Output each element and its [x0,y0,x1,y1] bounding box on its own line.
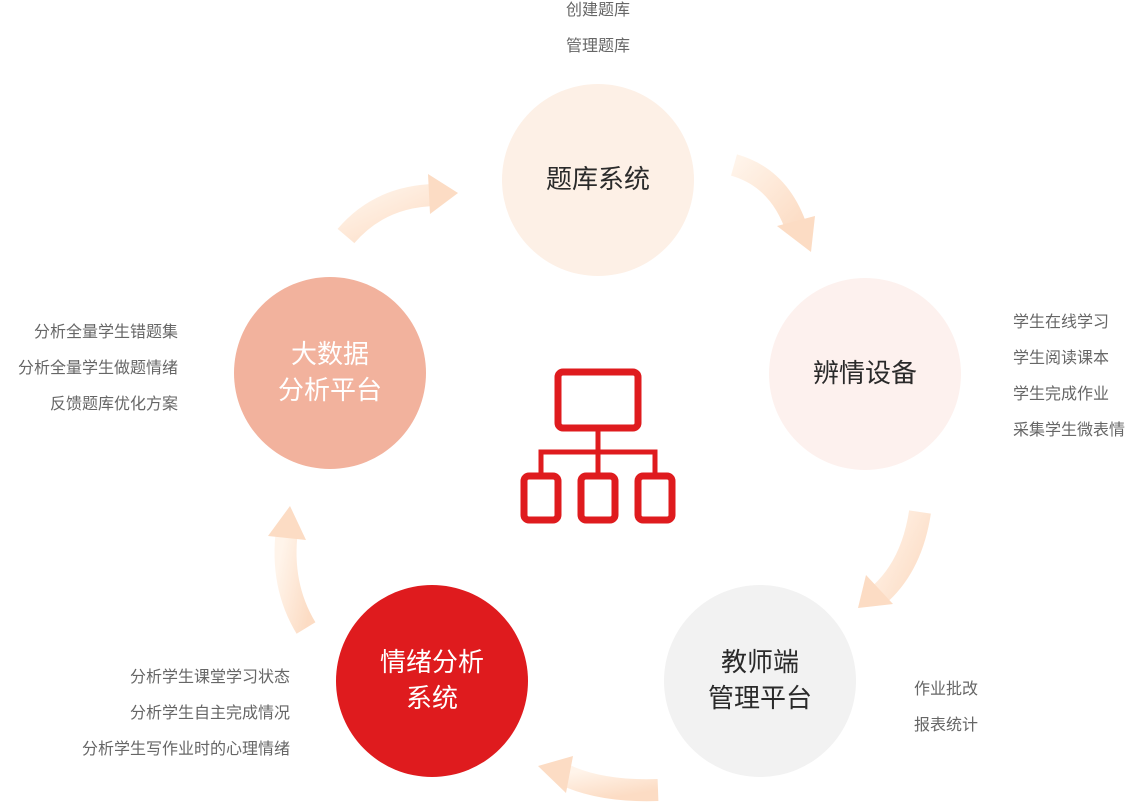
curved-arrow-icon [337,174,458,244]
node-emotion-analysis-system: 情绪分析 系统 [336,585,528,777]
node-label: 教师端 [720,648,799,678]
note-item: 报表统计 [914,715,979,734]
note-item: 学生在线学习 [1013,312,1110,331]
node-emotion-device: 辨情设备 [769,278,961,470]
note-item: 采集学生微表情 [1013,420,1126,439]
node-teacher-platform: 教师端 管理平台 [664,585,856,777]
node-label: 辨情设备 [812,359,917,389]
note-item: 作业批改 [914,679,979,698]
notes-emotion-analysis: 分析学生课堂学习状态 分析学生自主完成情况 分析学生写作业时的心理情绪 [82,659,290,767]
note-item: 分析学生课堂学习状态 [129,667,290,686]
note-item: 分析全量学生做题情绪 [17,358,178,377]
note-item: 分析学生写作业时的心理情绪 [81,739,290,758]
note-item: 管理题库 [565,36,630,55]
curved-arrow-icon [268,506,316,634]
node-label: 系统 [405,684,458,714]
note-item: 学生完成作业 [1013,384,1110,403]
note-item: 反馈题库优化方案 [49,394,178,413]
node-question-bank-system: 题库系统 [502,84,694,276]
node-big-data-platform: 大数据 分析平台 [234,277,426,469]
note-item: 分析全量学生错题集 [33,322,178,341]
node-label: 管理平台 [707,684,812,714]
note-item: 分析学生自主完成情况 [129,703,290,722]
notes-big-data: 分析全量学生错题集 分析全量学生做题情绪 反馈题库优化方案 [18,314,178,422]
node-label: 情绪分析 [379,648,484,678]
network-hierarchy-icon [520,368,676,524]
node-label: 分析平台 [277,376,382,406]
notes-teacher-platform: 作业批改 报表统计 [914,671,978,743]
curved-arrow-icon [538,756,659,802]
notes-question-bank: 创建题库 管理题库 [520,0,676,64]
note-item: 创建题库 [565,0,630,19]
node-label: 题库系统 [545,165,650,195]
notes-emotion-device: 学生在线学习 学生阅读课本 学生完成作业 采集学生微表情 [1013,304,1125,448]
curved-arrow-icon [730,154,815,252]
node-label: 大数据 [290,340,369,370]
note-item: 学生阅读课本 [1013,348,1110,367]
curved-arrow-icon [858,510,931,608]
